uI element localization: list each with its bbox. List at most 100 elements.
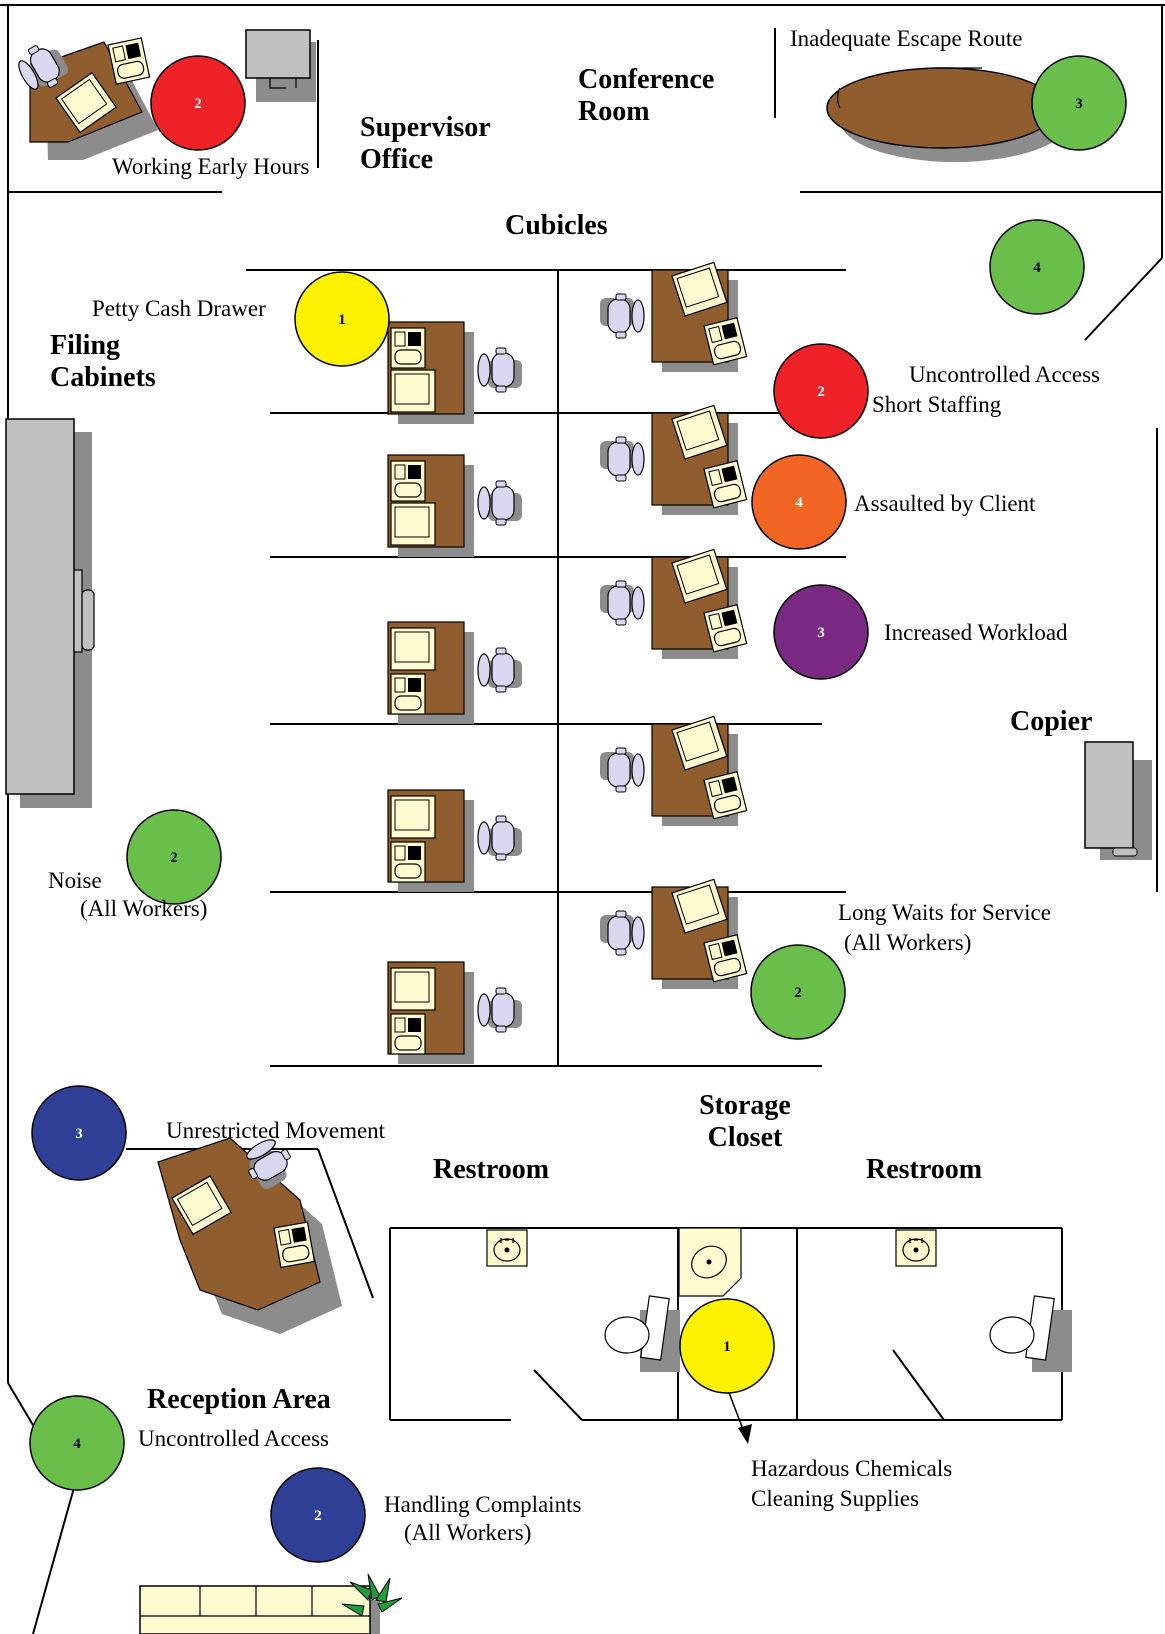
- area-label-restroom-right: Restroom: [866, 1154, 983, 1185]
- office-chair-icon: [599, 910, 645, 956]
- hazard-marker-circle: [150, 55, 246, 151]
- hazard-marker-circle: [29, 1395, 125, 1491]
- walls: [0, 4, 1165, 1634]
- area-label-restroom-left: Restroom: [433, 1154, 550, 1185]
- hazard-marker-hazardous-chemicals: 1: [679, 1298, 775, 1394]
- label-handling-complaints-sub: (All Workers): [404, 1520, 532, 1545]
- computer-monitor-icon: [390, 795, 436, 839]
- office-chair-icon: [477, 647, 523, 693]
- sofa-icon: [139, 1585, 380, 1634]
- hazard-marker-uncontrolled-access-reception: 4: [29, 1395, 125, 1491]
- hazard-marker-noise: 2: [126, 809, 222, 905]
- sink-icon: [895, 1229, 937, 1267]
- hazard-marker-number: 1: [338, 312, 346, 328]
- area-label-reception-area: Reception Area: [147, 1384, 331, 1415]
- label-cleaning-supplies: Cleaning Supplies: [751, 1486, 920, 1511]
- label-unrestricted-movement: Unrestricted Movement: [166, 1118, 386, 1143]
- toilet-icon: [989, 1295, 1072, 1372]
- office-chair-icon: [477, 815, 523, 861]
- hazard-marker-number: 4: [73, 1436, 81, 1452]
- hazard-marker-number: 2: [194, 96, 202, 112]
- hazard-marker-circle: [294, 271, 390, 367]
- hazard-marker-circle: [751, 454, 847, 550]
- label-short-staffing: Short Staffing: [872, 392, 1002, 417]
- label-uncontrolled-access-top: Uncontrolled Access: [909, 362, 1100, 387]
- office-chair-icon: [599, 747, 645, 793]
- area-label-supervisor-office: Supervisor Office: [360, 112, 491, 176]
- hazard-marker-short-staffing: 2: [773, 343, 869, 439]
- hazard-marker-circle: [270, 1467, 366, 1563]
- telephone-icon: [390, 673, 426, 715]
- label-inadequate-escape-route: Inadequate Escape Route: [790, 26, 1023, 51]
- potted-plant-icon: [341, 1573, 403, 1617]
- hazard-marker-long-waits: 2: [750, 944, 846, 1040]
- label-handling-complaints: Handling Complaints: [384, 1492, 582, 1517]
- label-noise: Noise: [48, 868, 102, 893]
- label-assaulted-by-client: Assaulted by Client: [854, 491, 1036, 516]
- hazard-marker-number: 4: [795, 495, 803, 511]
- sink-icon: [486, 1229, 528, 1267]
- cubicle-desks: [387, 261, 748, 1065]
- hazard-markers: 2 3 4 1 2 4 3 2 2 3 1 4 2: [29, 55, 1127, 1563]
- area-label-conference-room: Conference Room: [578, 64, 715, 128]
- label-long-waits: Long Waits for Service: [838, 900, 1051, 925]
- hazard-marker-circle: [989, 219, 1085, 315]
- telephone-icon: [107, 37, 151, 85]
- hazard-marker-increased-workload: 3: [773, 584, 869, 680]
- hazard-marker-number: 1: [723, 1339, 731, 1355]
- computer-monitor-icon: [390, 967, 436, 1011]
- hazard-arrow: [727, 1389, 752, 1444]
- hazard-marker-circle: [679, 1298, 775, 1394]
- hazard-marker-circle: [1031, 55, 1127, 151]
- computer-monitor-icon: [390, 369, 436, 413]
- toilet-icon: [604, 1295, 680, 1372]
- hazard-marker-handling-complaints: 2: [270, 1467, 366, 1563]
- hazard-marker-assaulted-by-client: 4: [751, 454, 847, 550]
- label-noise-sub: (All Workers): [80, 896, 208, 921]
- area-label-copier: Copier: [1010, 706, 1093, 737]
- label-uncontrolled-access-reception: Uncontrolled Access: [138, 1426, 329, 1451]
- office-chair-icon: [599, 580, 645, 626]
- reception-desk: [157, 1132, 342, 1334]
- telephone-icon: [390, 460, 426, 502]
- supervisor-desk: [11, 36, 158, 160]
- hazard-marker-circle: [773, 584, 869, 680]
- computer-monitor-icon: [390, 502, 436, 546]
- sink-icon: [678, 1227, 742, 1297]
- hazard-marker-number: 2: [794, 985, 802, 1001]
- office-chair-icon: [599, 293, 645, 339]
- hazard-marker-circle: [31, 1085, 127, 1181]
- hazard-marker-number: 3: [1075, 96, 1083, 112]
- copier-icon: [1084, 741, 1152, 860]
- telephone-icon: [273, 1221, 316, 1268]
- hazard-marker-working-early-hours: 2: [150, 55, 246, 151]
- hazard-marker-number: 2: [817, 384, 825, 400]
- computer-monitor-icon: [390, 627, 436, 671]
- label-petty-cash-drawer: Petty Cash Drawer: [92, 296, 266, 321]
- hazard-marker-number: 4: [1033, 260, 1041, 276]
- telephone-icon: [390, 327, 426, 369]
- hazard-marker-uncontrolled-access-top: 4: [989, 219, 1085, 315]
- hazard-marker-petty-cash-drawer: 1: [294, 271, 390, 367]
- label-working-early-hours: Working Early Hours: [112, 154, 310, 179]
- hazard-marker-number: 2: [314, 1508, 322, 1524]
- telephone-icon: [390, 841, 426, 883]
- hazard-marker-inadequate-escape-route: 3: [1031, 55, 1127, 151]
- hazard-marker-number: 2: [170, 850, 178, 866]
- area-label-filing-cabinets: Filing Cabinets: [50, 330, 156, 394]
- office-chair-icon: [477, 347, 523, 393]
- area-label-cubicles: Cubicles: [505, 210, 608, 241]
- filing-cabinet-icon: [5, 418, 95, 808]
- hazard-marker-number: 3: [75, 1126, 83, 1142]
- office-chair-icon: [477, 480, 523, 526]
- conference-table-icon: [826, 67, 1070, 162]
- hazard-marker-circle: [126, 809, 222, 905]
- label-hazardous-chemicals: Hazardous Chemicals: [751, 1456, 953, 1481]
- label-long-waits-sub: (All Workers): [844, 930, 972, 955]
- telephone-icon: [390, 1013, 426, 1055]
- area-label-storage-closet: Storage Closet: [699, 1090, 791, 1154]
- office-chair-icon: [599, 436, 645, 482]
- label-increased-workload: Increased Workload: [884, 620, 1068, 645]
- television-icon: [245, 29, 316, 102]
